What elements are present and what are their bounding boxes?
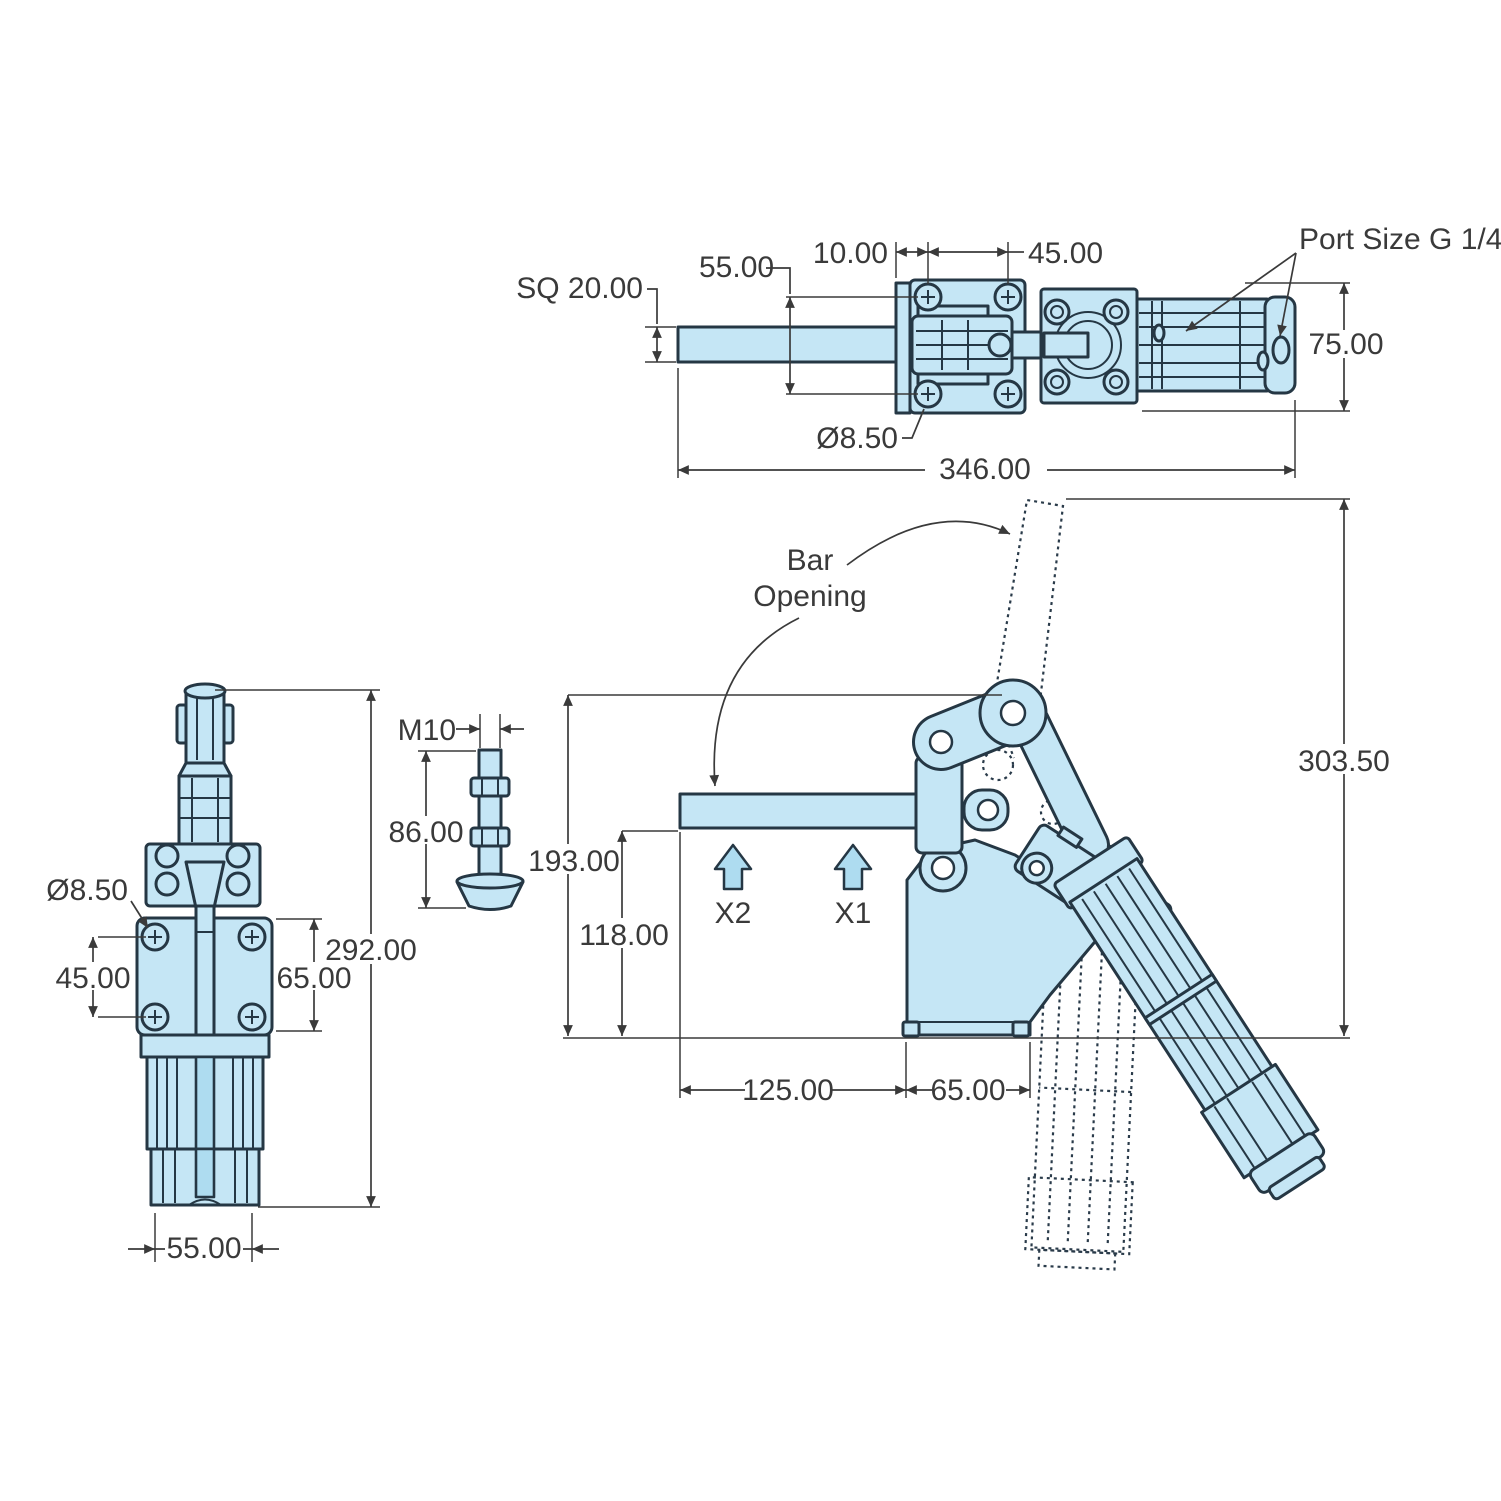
stud-nut: [469, 776, 511, 798]
dim-55-front-label: 55.00: [166, 1232, 241, 1265]
front-view-spindle: [175, 682, 235, 846]
front-view-cylinder: [139, 1033, 271, 1207]
port-hole-icon: [1256, 350, 1270, 372]
dim-sq20-label: SQ 20.00: [516, 272, 643, 305]
side-view-clamp-arm: [912, 678, 1048, 771]
stud-detail: M10 86.00: [388, 714, 525, 911]
stud-foot: [455, 872, 525, 911]
thread-m10-label: M10: [398, 714, 456, 747]
front-view-dimensions: Ø8.50 45.00 65.00 292.00: [46, 689, 418, 1265]
bar-opening-label-line2: Opening: [753, 580, 866, 613]
dim-292-label: 292.00: [325, 934, 417, 967]
side-view-dimensions: 303.50 193.00 118.00 125.00 65.00: [528, 498, 1392, 1107]
port-hole-icon: [1271, 335, 1291, 365]
top-view: SQ 20.00 55.00 10.00 45.00 Port Size G 1…: [516, 223, 1501, 486]
stud-rod: [477, 748, 503, 882]
front-view-channel: [194, 904, 216, 1040]
force-arrow-x1-icon: [833, 843, 873, 891]
side-view: X2 X1 Bar Opening 303.50 193.00: [528, 498, 1392, 1271]
dim-65-front-label: 65.00: [276, 962, 351, 995]
dim-193-label: 193.00: [528, 845, 620, 878]
dim-75-label: 75.00: [1308, 328, 1383, 361]
top-view-body: [1039, 287, 1139, 405]
front-view: Ø8.50 45.00 65.00 292.00: [46, 682, 418, 1265]
dim-346-label: 346.00: [939, 453, 1031, 486]
dim-d850-front-label: Ø8.50: [46, 874, 128, 907]
dim-d850-label: Ø8.50: [816, 422, 898, 455]
bar-opening-annotation: Bar Opening: [709, 520, 1011, 787]
dim-3035-label: 303.50: [1298, 745, 1390, 778]
force-arrow-x2-icon: [713, 843, 753, 891]
phillips-screw-icon: [913, 282, 1023, 409]
dim-125-label: 125.00: [742, 1074, 834, 1107]
side-view-cylinder: [1053, 836, 1326, 1201]
x2-label: X2: [715, 897, 752, 930]
top-view-dimensions: SQ 20.00 55.00 10.00 45.00 Port Size G 1…: [516, 223, 1501, 486]
dim-55-label: 55.00: [699, 251, 774, 284]
top-view-clevis: [910, 304, 1048, 386]
dim-10-label: 10.00: [813, 237, 888, 270]
side-view-rear-link: [1010, 702, 1110, 865]
side-view-bar-clevis: [914, 755, 964, 855]
dim-45-front-label: 45.00: [55, 962, 130, 995]
top-view-bar: [676, 325, 912, 364]
dim-65-side-label: 65.00: [930, 1074, 1005, 1107]
dim-45-label: 45.00: [1028, 237, 1103, 270]
x1-label: X1: [835, 897, 872, 930]
dim-86-label: 86.00: [388, 816, 463, 849]
bar-opening-label-line1: Bar: [787, 544, 834, 577]
port-hole-icon: [1152, 323, 1166, 343]
stud-dimensions: M10 86.00: [388, 714, 524, 909]
side-view-bar: [678, 792, 960, 830]
front-view-arm-block: [144, 842, 262, 910]
stud-nut: [469, 826, 511, 848]
top-view-cylinder: [1135, 295, 1297, 395]
dim-118-label: 118.00: [579, 919, 669, 952]
port-size-label: Port Size G 1/4: [1299, 223, 1501, 256]
